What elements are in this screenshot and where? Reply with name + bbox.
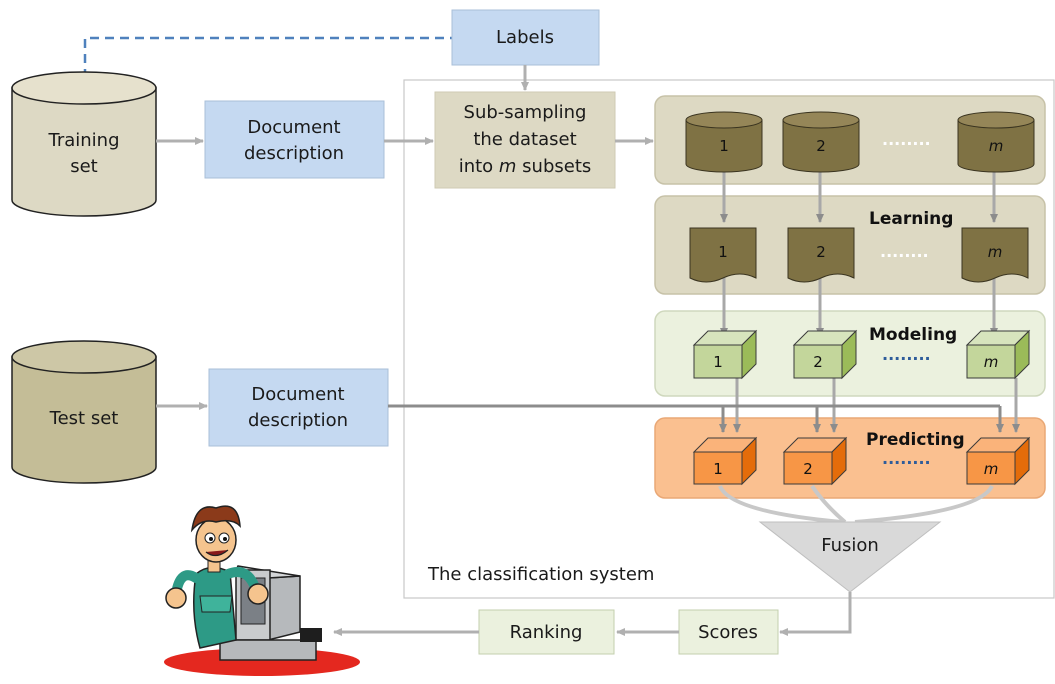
training-set-label-2: set [70, 156, 98, 177]
fusion-funnel [758, 521, 942, 593]
predict-cube-m: m [965, 436, 1031, 486]
doc-desc-bottom-line1: Document [251, 384, 344, 405]
model-cube-m-label: m [984, 353, 999, 371]
predict-cube-1: 1 [692, 436, 758, 486]
modeling-label: Modeling [869, 325, 957, 345]
predict-cube-2-label: 2 [803, 460, 813, 478]
subsampling-line2: the dataset [473, 129, 576, 150]
labels-box-text: Labels [496, 27, 554, 48]
subsampling-into: into [459, 156, 499, 177]
subsampling-line1: Sub-sampling [464, 102, 587, 123]
modeling-dots: ........ [882, 345, 931, 364]
user-at-computer-illustration [164, 505, 360, 676]
learning-doc-2-label: 2 [816, 243, 826, 261]
scores-box [678, 609, 779, 655]
learning-doc-1-label: 1 [718, 243, 728, 261]
subset-cyl-1-label: 1 [719, 137, 729, 155]
model-cube-2-label: 2 [813, 353, 823, 371]
doc-desc-top-line2: description [244, 143, 344, 164]
learning-doc-1: 1 [689, 227, 757, 283]
subset-cylinder-m: m [957, 111, 1035, 173]
model-cube-m: m [965, 329, 1031, 380]
model-cube-1: 1 [692, 329, 758, 380]
scores-label: Scores [698, 622, 758, 643]
fusion-label: Fusion [821, 535, 879, 556]
test-set-cylinder: Test set [11, 340, 157, 484]
model-cube-2: 2 [792, 329, 858, 380]
labels-box [451, 9, 600, 66]
learning-dots: ........ [880, 242, 929, 261]
ranking-label: Ranking [510, 622, 583, 643]
doc-desc-top-line1: Document [247, 117, 340, 138]
subsampling-line3: into m subsets [459, 156, 592, 177]
predicting-label: Predicting [866, 430, 965, 450]
predict-cube-m-label: m [984, 460, 999, 478]
subset-cyl-m-label: m [989, 137, 1004, 155]
learning-label: Learning [869, 209, 953, 229]
training-set-cylinder: Training set [11, 71, 157, 217]
subsets-dots: ........ [882, 130, 931, 149]
model-cube-1-label: 1 [713, 353, 723, 371]
doc-desc-top-box [204, 100, 385, 179]
doc-desc-bottom-box [208, 368, 389, 447]
subset-cylinder-2: 2 [782, 111, 860, 173]
learning-doc-m-label: m [988, 243, 1003, 261]
arrow-fusion-to-scores [779, 592, 852, 636]
test-set-label: Test set [49, 408, 119, 429]
predict-cube-2: 2 [782, 436, 848, 486]
subsampling-m: m [499, 156, 517, 177]
subset-cylinder-1: 1 [685, 111, 763, 173]
subsampling-box [434, 91, 616, 189]
subsampling-subsets: subsets [516, 156, 591, 177]
fusion-inflow-2 [810, 484, 847, 524]
predicting-dots: ........ [882, 449, 931, 468]
learning-doc-m: m [961, 227, 1029, 283]
doc-desc-bottom-line2: description [248, 410, 348, 431]
predict-cube-1-label: 1 [713, 460, 723, 478]
ranking-box [478, 609, 615, 655]
system-caption: The classification system [427, 564, 654, 585]
subset-cyl-2-label: 2 [816, 137, 826, 155]
learning-doc-2: 2 [787, 227, 855, 283]
training-set-label-1: Training [47, 130, 119, 151]
dashed-label-link [83, 36, 452, 78]
fusion-inflow-m [854, 484, 994, 524]
fusion-inflow-1 [718, 485, 843, 524]
